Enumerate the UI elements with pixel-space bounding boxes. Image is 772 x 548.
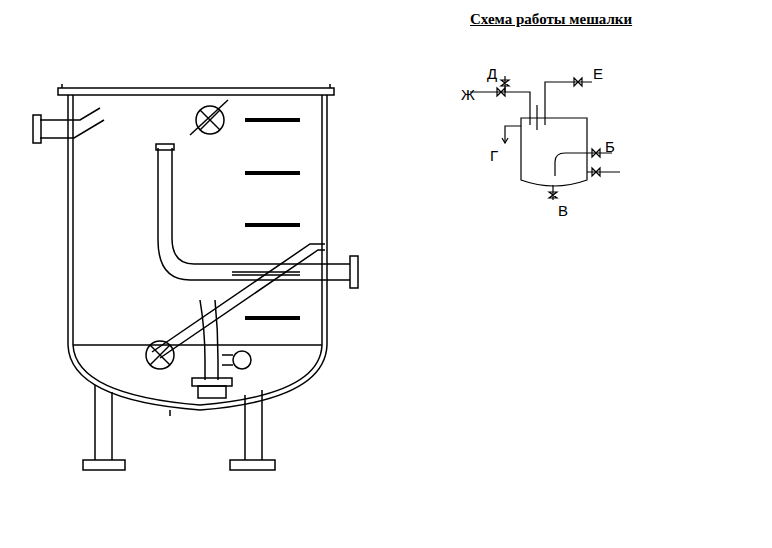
pipe-end: [156, 144, 174, 150]
stream-label: Ж: [460, 87, 476, 102]
valve: [574, 78, 582, 86]
stream-label: Д: [486, 66, 498, 81]
outlet-pipe: [200, 300, 218, 380]
sight-glass: [190, 100, 228, 135]
nozzle-flange: [33, 115, 41, 143]
scheme-vessel: [521, 118, 587, 186]
valve: [592, 149, 600, 157]
outlet-flange: [192, 378, 232, 386]
leg: [230, 390, 275, 470]
wall: [72, 95, 74, 345]
pipe-zh: [470, 92, 530, 125]
inlet-pipe: [158, 148, 350, 280]
stream-label: Г: [489, 148, 499, 163]
baffles: [245, 120, 300, 318]
stream-label: В: [557, 203, 569, 218]
leg: [83, 385, 125, 470]
valve: [549, 192, 557, 198]
pipe-e: [545, 82, 592, 125]
shaft-support: [232, 272, 300, 275]
vessel-bottom: [73, 345, 322, 405]
pipe: [536, 105, 537, 130]
diagram-title: Схема работы мешалки: [470, 12, 632, 27]
valve-symbol: [146, 341, 174, 369]
valve: [501, 80, 509, 86]
outlet-flange: [198, 386, 226, 398]
scheme: [470, 76, 620, 200]
drain: [169, 410, 171, 416]
nozzle-flange: [350, 256, 358, 288]
vessel-bottom: [68, 345, 327, 410]
nozzle: [40, 108, 104, 138]
wall: [67, 95, 69, 345]
level-line: [73, 344, 322, 346]
top-flange: [58, 88, 334, 95]
wall: [321, 95, 323, 345]
flange-lip: [329, 84, 331, 88]
valve: [497, 88, 505, 96]
arrow: [502, 138, 508, 143]
inclined-shaft: [152, 244, 325, 358]
wall: [326, 95, 328, 345]
side-nozzle: [222, 351, 251, 369]
flange-lip: [61, 84, 63, 88]
valve: [592, 168, 600, 176]
stream-label: Е: [592, 66, 604, 81]
stream-label: Б: [604, 139, 616, 154]
